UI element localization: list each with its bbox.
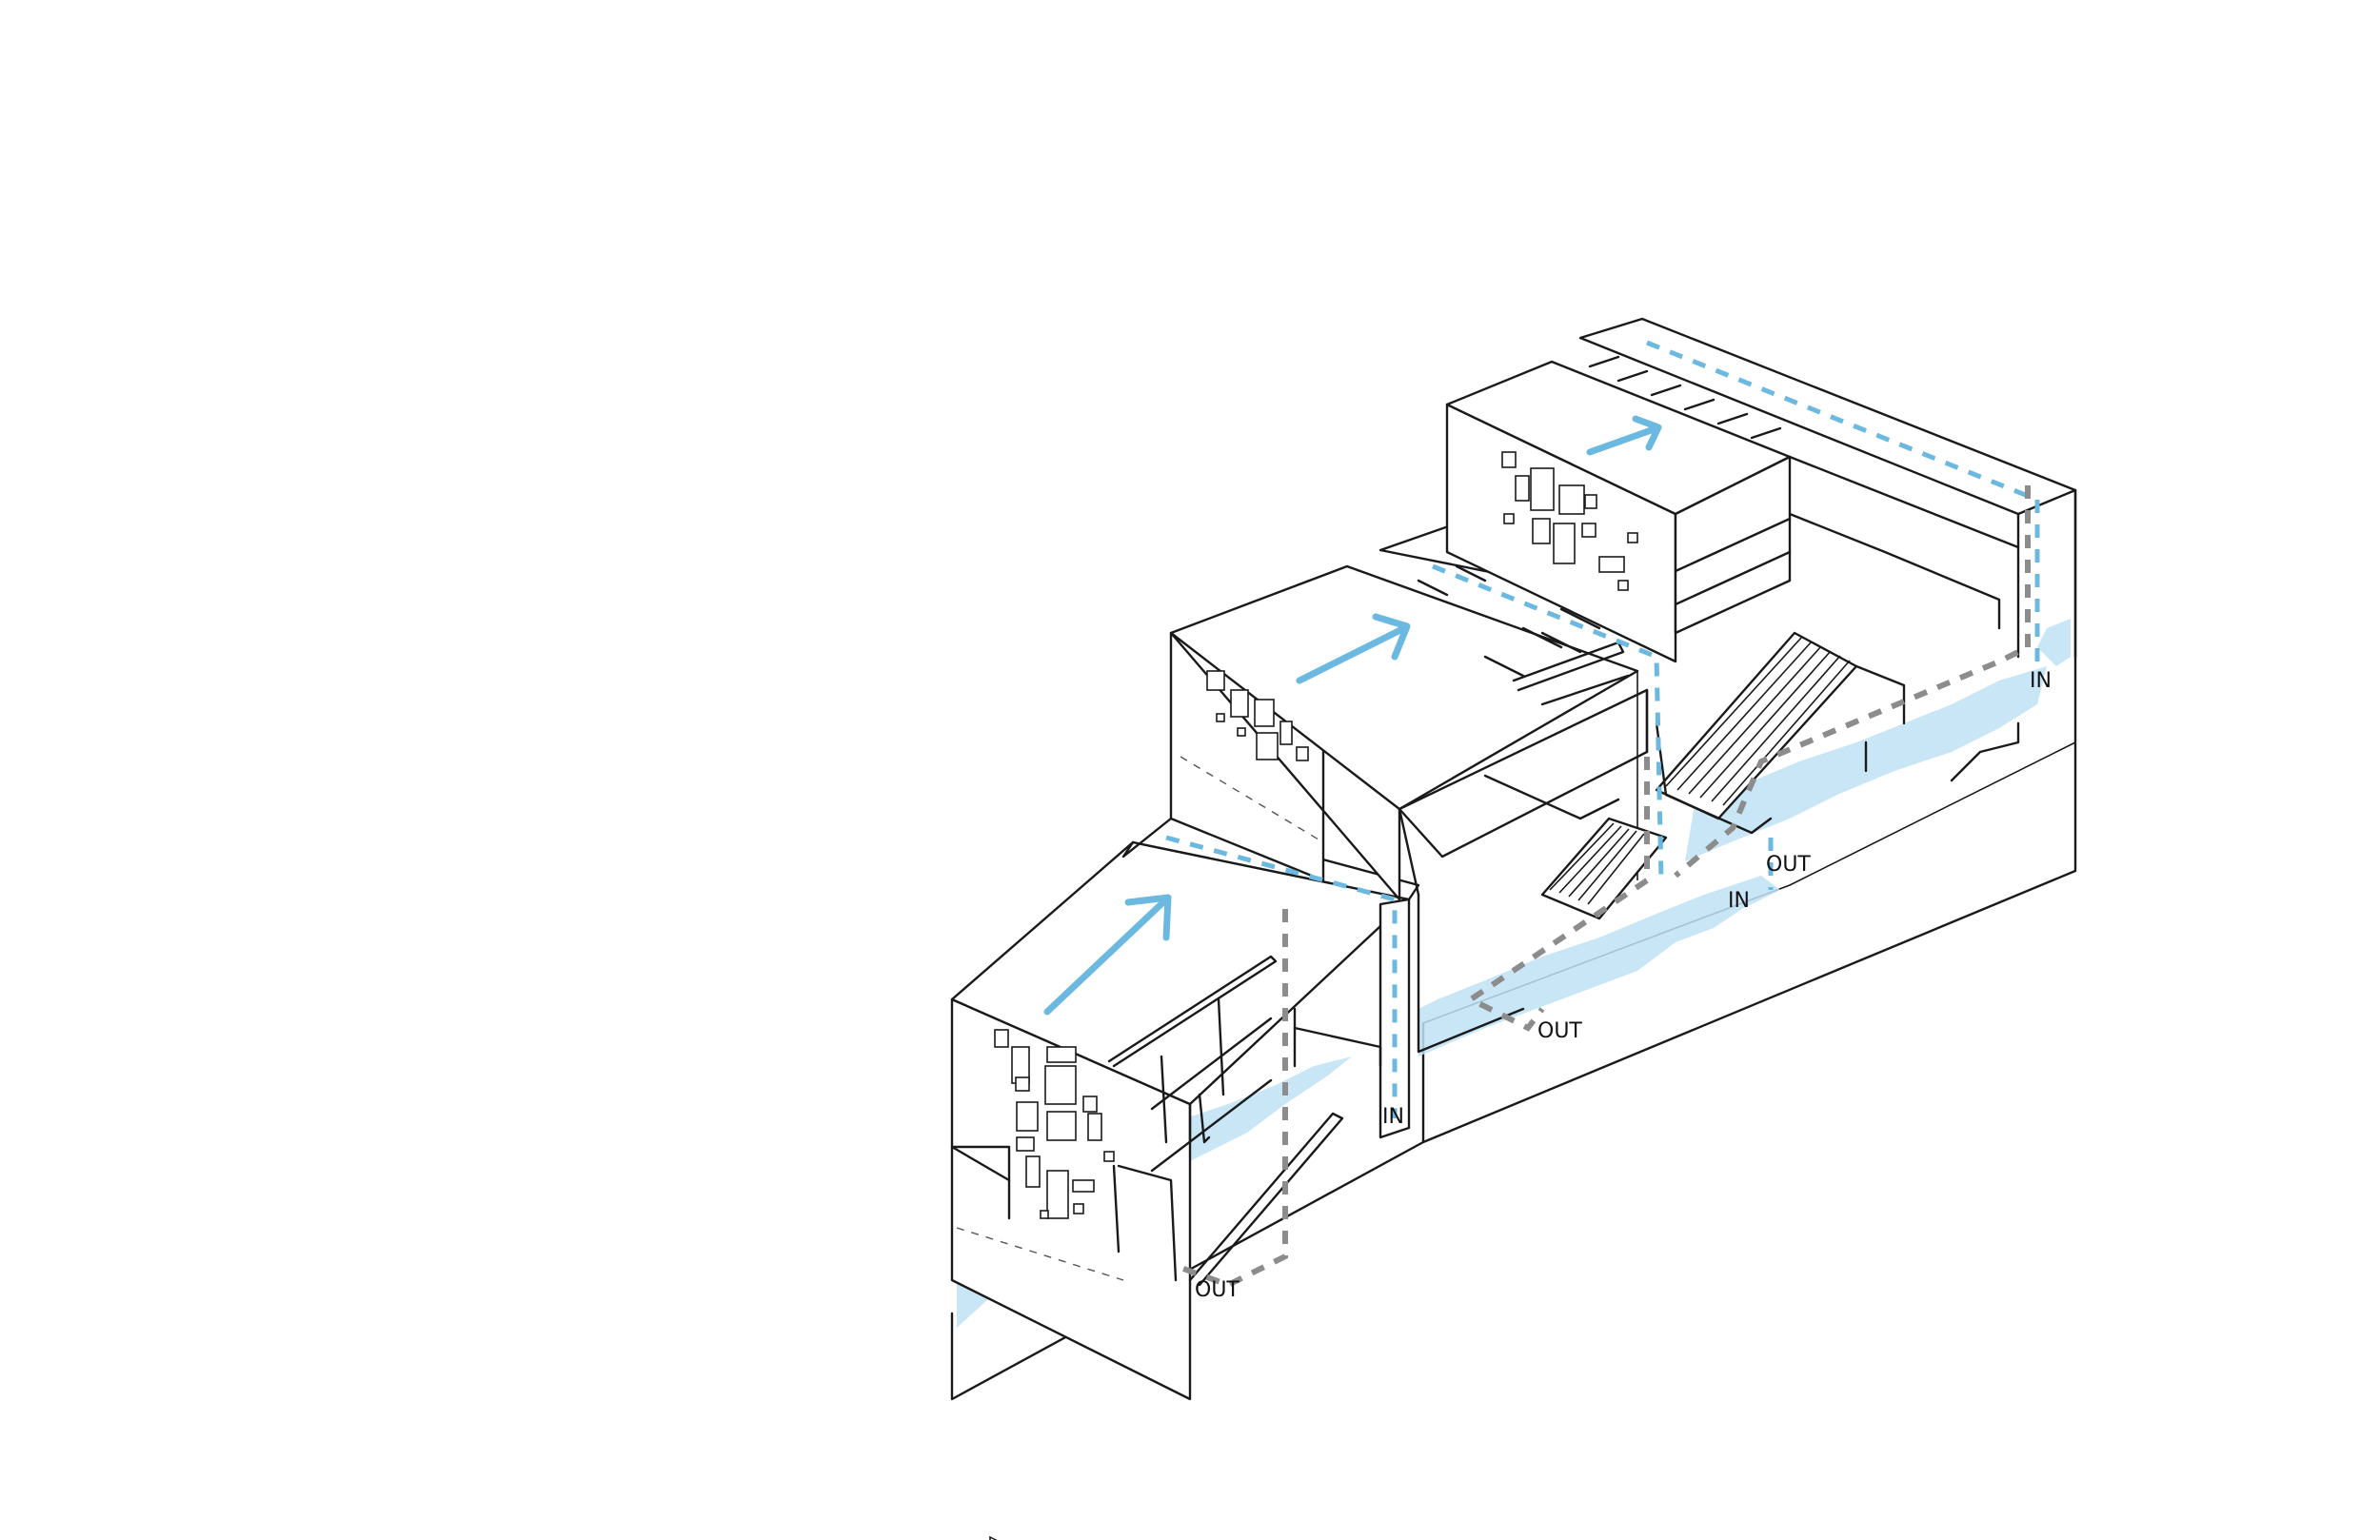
flow-paths [1165, 340, 2040, 1289]
flow-labels: IN OUT IN OUT OUT IN [1195, 669, 2052, 1302]
label-out-3: OUT [1537, 1019, 1582, 1043]
inflow-path-1 [1165, 835, 1398, 1118]
flow-arrows [1043, 415, 1662, 1016]
arrow-icon [1586, 415, 1662, 456]
outflow-path-3 [1674, 485, 2031, 879]
label-out-2: OUT [1766, 853, 1811, 877]
facade-windows-front [994, 1029, 1115, 1219]
inflow-path-2 [1432, 563, 1664, 881]
arrow-icon [1043, 894, 1172, 1016]
facade-windows-middle [1206, 670, 1309, 761]
label-out-1: OUT [1195, 1278, 1240, 1302]
building-front-left [950, 817, 1420, 1540]
outflow-path-1 [1174, 909, 1288, 1289]
facade-windows-back [1501, 451, 1638, 591]
building-middle [1169, 522, 1687, 1054]
inflow-path-3 [1646, 340, 2040, 666]
label-in-1: IN [1382, 1105, 1404, 1129]
outflow-path-2 [1465, 757, 1650, 1032]
label-in-2: IN [1728, 889, 1750, 913]
label-in-3: IN [2030, 669, 2052, 693]
arrow-icon [1296, 613, 1411, 684]
